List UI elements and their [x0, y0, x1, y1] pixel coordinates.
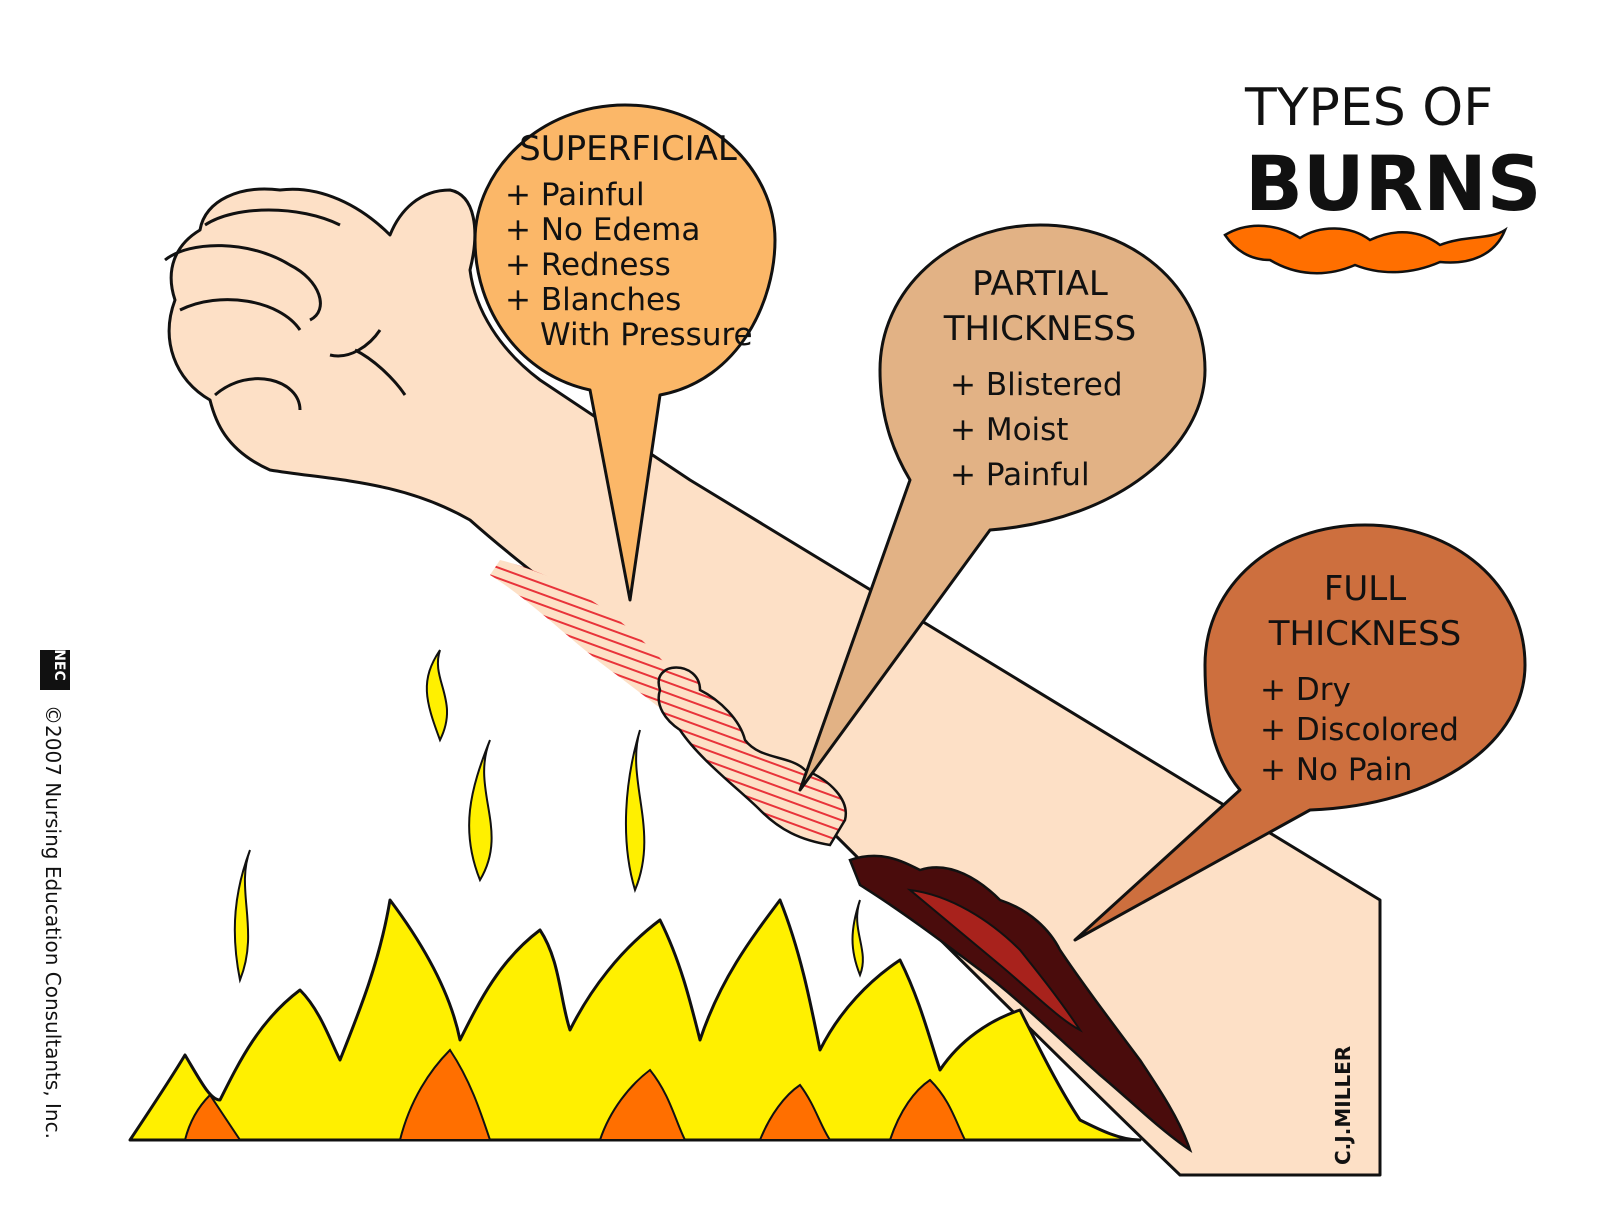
finger-3	[179, 298, 302, 331]
finger-2	[164, 244, 322, 322]
nec-logo	[40, 650, 70, 690]
finger-1	[204, 208, 341, 227]
flame-wisp-2	[468, 739, 493, 883]
flame-wisp-1	[425, 649, 449, 743]
superficial-item-2: + No Edema	[505, 212, 700, 248]
partial-bubble: PARTIAL THICKNESS + Blistered + Moist + …	[798, 223, 1207, 792]
partial-title-line2: THICKNESS	[943, 309, 1136, 349]
full-title-line2: THICKNESS	[1268, 614, 1461, 654]
palm-crease	[329, 329, 407, 396]
flame-orange-5	[888, 1078, 967, 1141]
flame-orange-3	[598, 1068, 687, 1141]
partial-item-2: + Moist	[950, 412, 1068, 448]
superficial-bubble: SUPERFICIAL + Painful + No Edema + Redne…	[473, 103, 777, 602]
partial-title-line1: PARTIAL	[972, 264, 1108, 304]
header-line1: TYPES OF	[1244, 78, 1493, 138]
full-item-3: + No Pain	[1260, 752, 1412, 788]
superficial-item-5: With Pressure	[540, 317, 753, 353]
nec-logo-text: NEC	[51, 649, 67, 681]
flame-wisp-5	[851, 899, 864, 978]
full-item-1: + Dry	[1260, 672, 1351, 708]
full-title-line1: FULL	[1324, 569, 1406, 609]
partial-bubble-shape	[798, 223, 1207, 792]
header: TYPES OF BURNS	[1223, 78, 1542, 275]
flame-orange-2	[398, 1048, 492, 1141]
header-line2: BURNS	[1245, 139, 1542, 228]
superficial-item-1: + Painful	[505, 177, 645, 213]
flame-orange-1	[183, 1093, 242, 1141]
partial-item-3: + Painful	[950, 457, 1090, 493]
artist-signature: C.J.MILLER	[1331, 1046, 1355, 1165]
superficial-item-3: + Redness	[505, 247, 671, 283]
copyright-text: ©2007 Nursing Education Consultants, Inc…	[41, 705, 65, 1139]
thumb	[214, 377, 302, 411]
copyright-block: NEC ©2007 Nursing Education Consultants,…	[40, 649, 70, 1139]
arm	[164, 187, 1382, 1177]
partial-burn-blisters	[657, 666, 848, 847]
full-bubble-shape	[1073, 523, 1527, 942]
flame-wisp-4	[624, 729, 646, 893]
superficial-title: SUPERFICIAL	[519, 129, 737, 169]
fire	[128, 649, 1142, 1142]
full-item-2: + Discolored	[1260, 712, 1459, 748]
header-flame-underline	[1223, 224, 1508, 275]
flame-wisp-3	[233, 849, 251, 984]
superficial-bubble-shape	[473, 103, 777, 602]
flame-orange-4	[758, 1083, 832, 1141]
partial-item-1: + Blistered	[950, 367, 1123, 403]
superficial-item-4: + Blanches	[505, 282, 681, 318]
full-bubble: FULL THICKNESS + Dry + Discolored + No P…	[1073, 523, 1527, 942]
flame-base-yellow	[128, 898, 1142, 1142]
full-burn-inner	[906, 888, 1083, 1033]
full-burn-char	[848, 854, 1193, 1154]
